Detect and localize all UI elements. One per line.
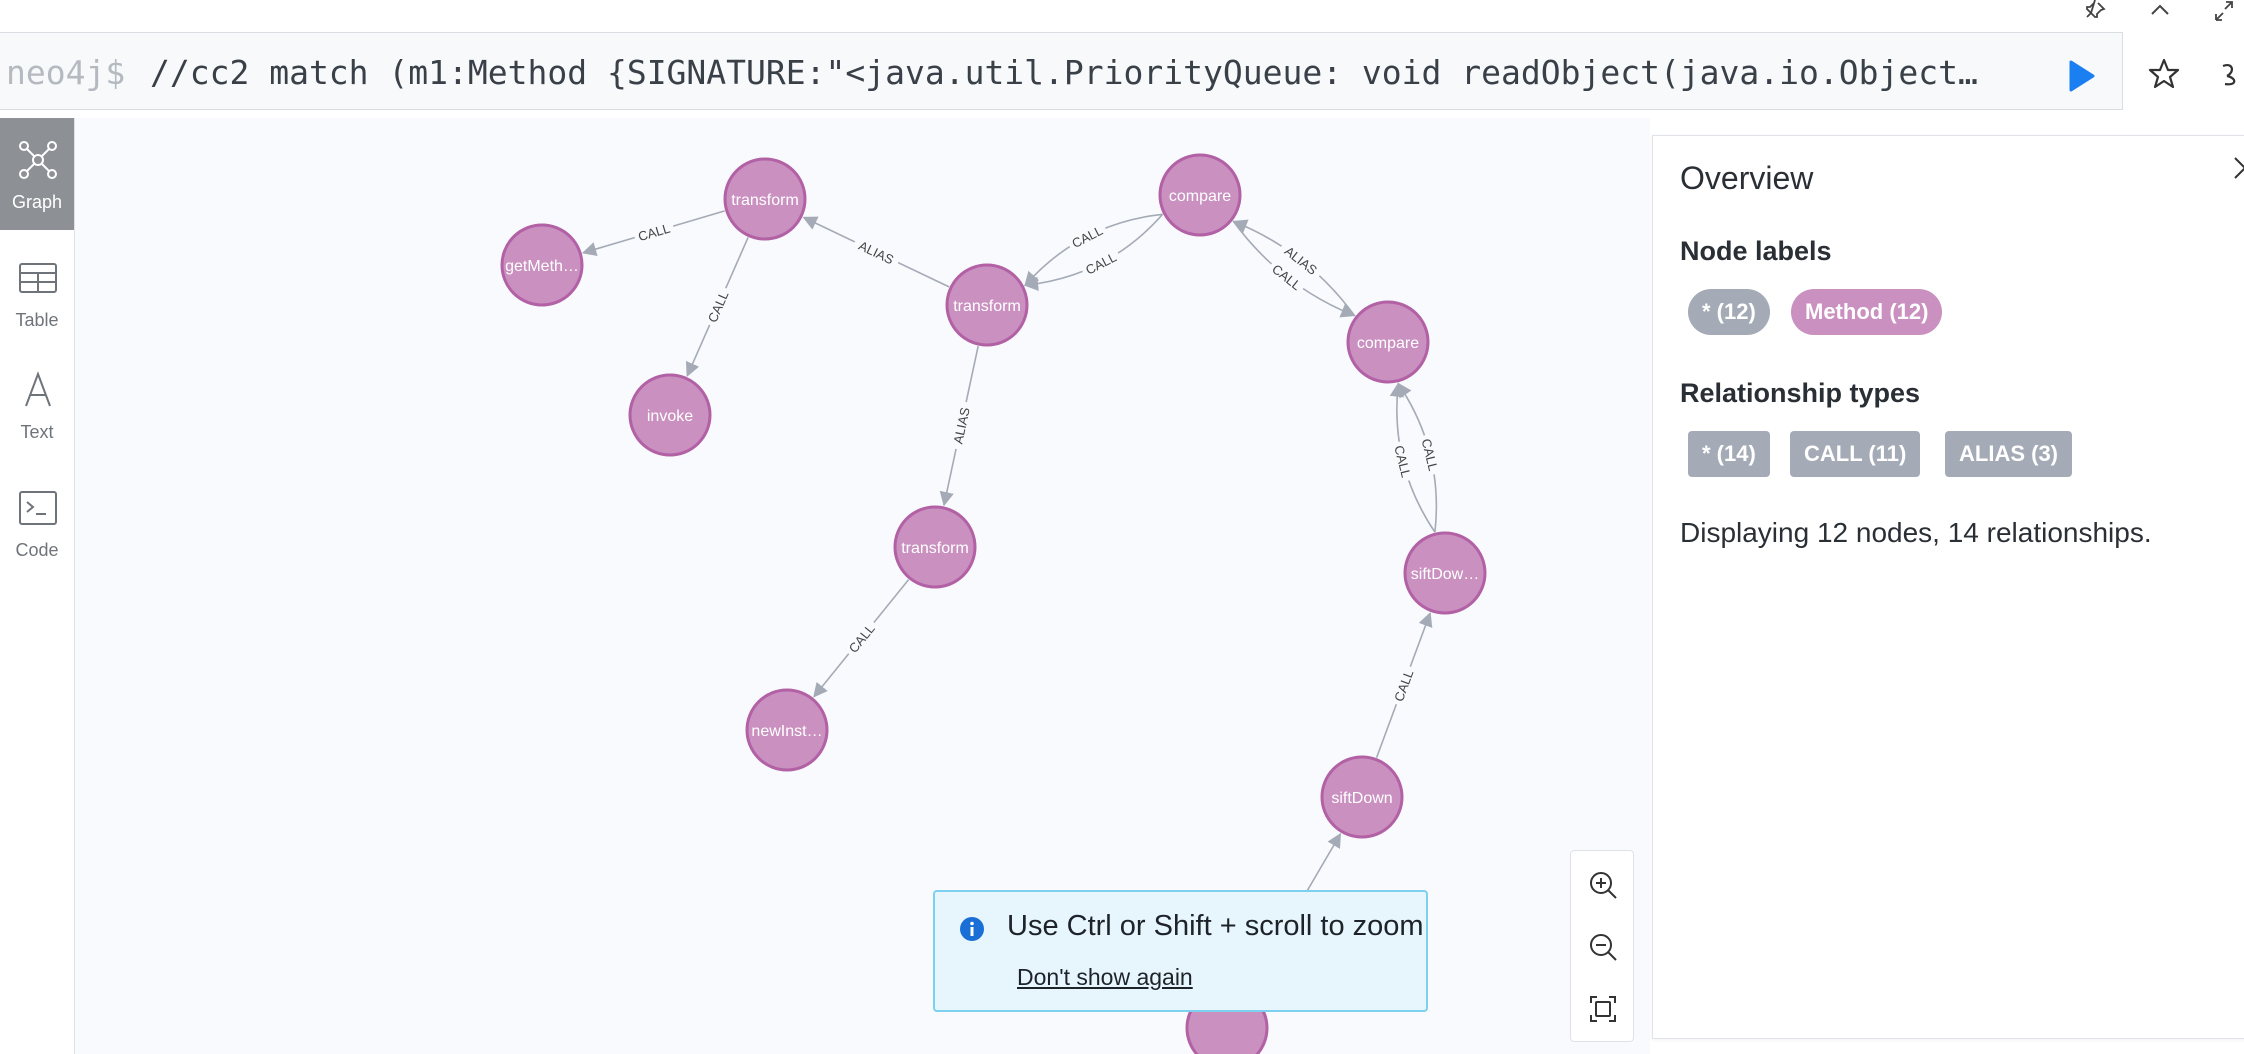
relationship-label-bg: [851, 234, 902, 270]
graph-node[interactable]: [1346, 300, 1430, 384]
relationship-label-bg: [632, 218, 676, 246]
relationship-label: CALL: [636, 221, 671, 245]
zoom-in-button[interactable]: [1583, 865, 1623, 905]
relationship-label: CALL: [1083, 249, 1119, 277]
chevron-up-icon[interactable]: [2140, 0, 2180, 28]
relationship-label-bg: [1277, 239, 1326, 282]
zoom-out-button[interactable]: [1583, 927, 1623, 967]
text-icon: [25, 371, 51, 407]
sidebar-item-text[interactable]: Text: [0, 348, 74, 460]
graph-node-label: compare: [1357, 335, 1419, 352]
node-label-all-pill[interactable]: * (12): [1688, 289, 1770, 335]
relationship-types-heading: Relationship types: [1680, 378, 1921, 408]
node-label-method-pill[interactable]: Method (12): [1791, 289, 1943, 335]
overview-title: Overview: [1680, 160, 1814, 196]
table-icon: [19, 263, 57, 293]
relationship-label: CALL: [1391, 668, 1416, 704]
graph-node-label: compare: [1169, 188, 1231, 205]
relationship-label-bg: [948, 400, 974, 451]
more-options-button[interactable]: [2215, 54, 2244, 94]
rel-type-alias-pill[interactable]: ALIAS (3): [1945, 431, 2072, 477]
graph-summary: Displaying 12 nodes, 14 relationships.: [1680, 517, 2152, 548]
graph-node-label: transform: [731, 192, 799, 209]
graph-node[interactable]: [1403, 531, 1487, 615]
sidebar-item-graph[interactable]: Graph: [0, 118, 74, 230]
query-text[interactable]: //cc2 match (m1:Method {SIGNATURE:"<java…: [150, 53, 1978, 92]
relationship-label-bg: [1390, 440, 1416, 483]
relationship-label: ALIAS: [856, 238, 896, 268]
query-editor[interactable]: neo4j$ //cc2 match (m1:Method {SIGNATURE…: [0, 32, 2123, 110]
graph-node[interactable]: [628, 373, 712, 457]
overview-panel: Overview Node labels * (12) Method (12) …: [1652, 135, 2244, 1039]
sidebar-label-text: Text: [20, 422, 54, 442]
relationship-edge[interactable]: [1232, 219, 1356, 317]
relationship-label-bg: [1065, 220, 1109, 253]
relationship-label-bg: [1388, 663, 1418, 708]
close-panel-button[interactable]: [2229, 150, 2244, 186]
sidebar-item-table[interactable]: Table: [0, 236, 74, 348]
sidebar-item-code[interactable]: Code: [0, 466, 74, 578]
more-icon: [2222, 64, 2236, 86]
node-labels-heading: Node labels: [1680, 236, 1832, 266]
expand-icon[interactable]: [2204, 0, 2244, 28]
star-icon: [2148, 58, 2180, 89]
graph-node-label: invoke: [647, 408, 693, 425]
info-icon: [960, 917, 984, 941]
relationship-label: CALL: [705, 289, 732, 325]
close-icon: [2234, 157, 2244, 179]
code-icon: [19, 491, 57, 525]
graph-node[interactable]: [1320, 755, 1404, 839]
fit-to-screen-button[interactable]: [1583, 989, 1623, 1029]
sidebar-label-table: Table: [15, 310, 59, 330]
rel-type-call-pill[interactable]: CALL (11): [1790, 431, 1921, 477]
rel-type-all-pill[interactable]: * (14): [1688, 431, 1770, 477]
graph-node-label: siftDown: [1331, 790, 1392, 807]
zoom-in-icon: [1590, 872, 1617, 899]
dont-show-again-link[interactable]: Don't show again: [1017, 964, 1193, 990]
relationship-label-bg: [1079, 246, 1123, 280]
relationship-label: CALL: [1069, 223, 1105, 251]
graph-node[interactable]: [893, 505, 977, 589]
relationship-label: CALL: [1391, 444, 1413, 479]
view-sidebar: Graph Table Text Code: [0, 118, 75, 1054]
editor-prompt: neo4j$: [6, 53, 126, 92]
fit-screen-icon: [1590, 996, 1616, 1022]
relationship-label-bg: [1417, 433, 1443, 476]
relationship-label: CALL: [1419, 437, 1441, 472]
favorite-button[interactable]: [2144, 54, 2184, 94]
sidebar-label-code: Code: [15, 540, 59, 560]
graph-node-label: siftDow…: [1411, 566, 1479, 583]
relationship-edge[interactable]: [1232, 220, 1356, 318]
graph-node-label: getMeth…: [505, 258, 579, 275]
graph-node-label: newInst…: [751, 723, 822, 740]
zoom-hint-toast: Use Ctrl or Shift + scroll to zoom Don't…: [933, 890, 1428, 1012]
graph-node-label: transform: [953, 298, 1021, 315]
graph-node[interactable]: [945, 263, 1029, 347]
graph-node-label: transform: [901, 540, 969, 557]
relationship-label-bg: [1266, 258, 1308, 296]
graph-node[interactable]: [745, 688, 829, 772]
play-icon: [2069, 60, 2095, 92]
graph-icon: [19, 141, 57, 179]
toast-message: Use Ctrl or Shift + scroll to zoom: [1007, 910, 1424, 942]
graph-node[interactable]: [1158, 153, 1242, 237]
relationship-label-bg: [842, 617, 881, 659]
zoom-out-icon: [1590, 934, 1617, 961]
window-controls: [2024, 0, 2244, 32]
graph-node[interactable]: [500, 223, 584, 307]
relationship-label-bg: [702, 285, 734, 329]
graph-node[interactable]: [723, 157, 807, 241]
run-query-button[interactable]: [2062, 56, 2102, 96]
pin-icon[interactable]: [2076, 0, 2116, 28]
zoom-controls: [1570, 850, 1634, 1042]
sidebar-label-graph: Graph: [11, 192, 63, 212]
relationship-label: ALIAS: [950, 406, 972, 446]
